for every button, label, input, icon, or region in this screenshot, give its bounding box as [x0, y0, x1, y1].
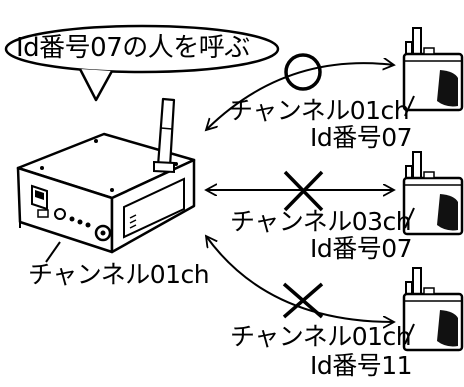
power-switch-toggle-icon: [35, 190, 44, 200]
receiver-knob-icon: [423, 287, 435, 295]
link-arrow-receiver-1: [206, 63, 394, 130]
led-icon: [85, 222, 91, 228]
screw-icon: [94, 139, 98, 143]
receiver-3-id-label: Id番号11: [310, 351, 413, 380]
receiver-antenna-icon: [412, 151, 422, 180]
receiver-2-channel-label: チャンネル03ch: [230, 207, 412, 236]
cross-mark-icon: [282, 282, 324, 319]
receiver-2-leader-line: [404, 207, 415, 229]
receiver-1-leader-line: [404, 95, 415, 117]
receiver-2-id-label: Id番号07: [310, 234, 413, 263]
receiver-knob-icon: [423, 47, 435, 55]
speech-bubble-tail: [78, 68, 114, 102]
antenna-icon: [156, 97, 176, 169]
connector-port-icon: [37, 209, 49, 218]
base-unit-channel-label: チャンネル01ch: [28, 260, 210, 289]
side-panel-mark-icon: [129, 214, 137, 229]
antenna-base-icon: [153, 160, 175, 174]
screw-icon: [110, 188, 114, 192]
receiver-antenna-icon: [412, 27, 422, 56]
receiver-3: [402, 267, 464, 352]
led-icon: [77, 219, 83, 225]
side-panel: [123, 177, 185, 239]
link-arrow-receiver-3: [206, 236, 394, 322]
receiver-panel-icon: [437, 194, 458, 231]
receiver-panel-icon: [437, 70, 458, 107]
receiver-1-id-label: Id番号07: [310, 123, 413, 152]
base-unit-leader-line: [45, 241, 61, 263]
base-unit-device: [16, 97, 196, 263]
receiver-1: [402, 27, 464, 112]
circle-mark-icon: [284, 53, 322, 91]
receiver-3-channel-label: チャンネル01ch: [230, 322, 412, 351]
cross-mark-stroke: [282, 282, 324, 319]
led-icon: [69, 216, 75, 222]
receiver-panel-icon: [437, 310, 458, 347]
cross-mark-stroke: [283, 170, 324, 212]
screw-icon: [40, 166, 44, 170]
antenna-segment-line: [160, 127, 173, 130]
receiver-3-leader-line: [404, 323, 415, 345]
cross-mark-icon: [283, 170, 324, 212]
volume-knob-center-icon: [100, 230, 106, 236]
knob-icon: [54, 208, 66, 220]
receiver-1-channel-label: チャンネル01ch: [228, 96, 410, 125]
receiver-knob-icon: [423, 171, 435, 179]
receiver-2: [402, 151, 464, 236]
speech-bubble-text: Id番号07の人を呼ぶ: [16, 33, 250, 63]
receiver-antenna-icon: [412, 267, 422, 296]
